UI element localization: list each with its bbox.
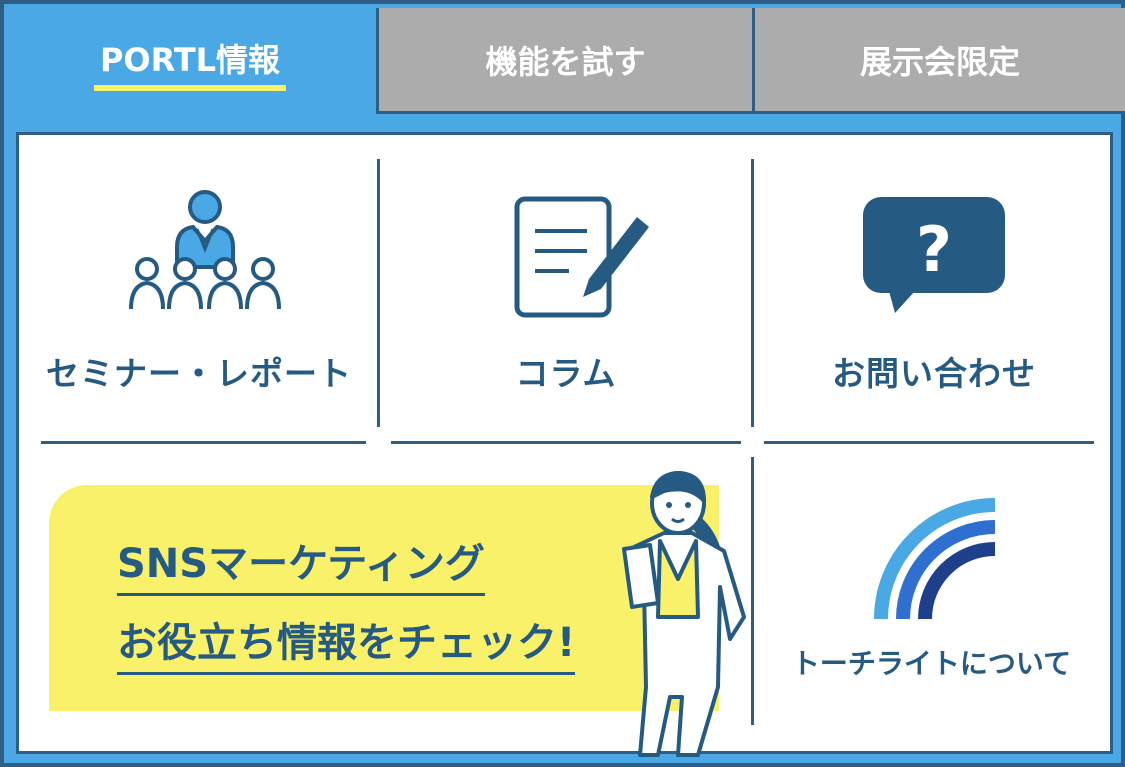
woman-illustration-icon xyxy=(594,467,764,757)
document-pen-icon xyxy=(509,193,659,323)
divider xyxy=(377,159,380,427)
about-torchlight-label: トーチライトについて xyxy=(791,647,1072,680)
contact-label: お問い合わせ xyxy=(832,354,1036,393)
question-bubble-icon: ? xyxy=(859,195,1009,325)
column-label: コラム xyxy=(515,354,617,393)
divider xyxy=(391,441,741,444)
tab-exhibition-only[interactable]: 展示会限定 xyxy=(752,8,1125,114)
tab-try-features[interactable]: 機能を試す xyxy=(376,8,752,114)
torchlight-logo-icon xyxy=(869,493,999,623)
svg-text:?: ? xyxy=(916,213,952,286)
seminar-report-label: セミナー・レポート xyxy=(46,354,352,393)
about-torchlight-card[interactable] xyxy=(764,457,1104,725)
contact-card[interactable]: ? お問い合わせ xyxy=(764,155,1104,425)
audience-icon xyxy=(125,185,285,315)
active-tab-underline xyxy=(93,85,287,91)
column-card[interactable]: コラム xyxy=(391,155,741,425)
tab-label-exhibition-only: 展示会限定 xyxy=(859,42,1020,81)
divider xyxy=(751,457,754,725)
seminar-report-card[interactable]: セミナー・レポート xyxy=(29,155,369,425)
divider xyxy=(41,441,366,444)
tab-bar: PORTL情報 機能を試す 展示会限定 xyxy=(4,4,1125,116)
tab-label-portl-info: PORTL情報 xyxy=(93,35,287,91)
tab-portl-info[interactable]: PORTL情報 xyxy=(4,10,376,116)
content-panel: セミナー・レポート コラム ? xyxy=(16,132,1113,757)
tab-label-try-features: 機能を試す xyxy=(485,42,646,81)
banner-headline-1: SNSマーケティング xyxy=(117,531,485,596)
tab-text: PORTL情報 xyxy=(99,41,281,79)
banner-headline-2: お役立ち情報をチェック! xyxy=(117,610,576,675)
divider xyxy=(764,441,1094,444)
divider xyxy=(751,159,754,427)
